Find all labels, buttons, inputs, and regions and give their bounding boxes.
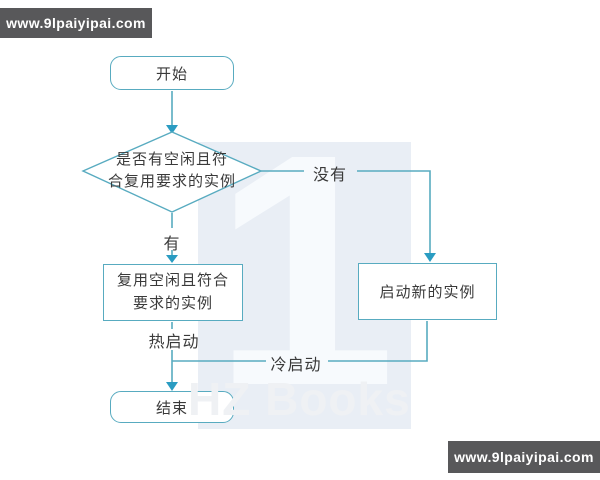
edge-label-hot-start: 热启动 xyxy=(148,334,200,351)
reuse-instance-box: 复用空闲且符合 要求的实例 xyxy=(103,264,243,321)
edge-label-yes: 有 xyxy=(163,236,181,253)
decision-label-line2: 合复用要求的实例 xyxy=(107,174,236,190)
arrowhead-down-icon xyxy=(166,382,178,391)
watermark-banner-bottom: www.9lpaiyipai.com xyxy=(448,441,600,473)
decision-label-line1: 是否有空闲且符 xyxy=(115,152,228,168)
edge-label-cold-start: 冷启动 xyxy=(270,357,322,374)
start-node-label: 开始 xyxy=(155,66,188,83)
watermark-url-top: www.9lpaiyipai.com xyxy=(6,15,146,31)
reuse-label-line2: 要求的实例 xyxy=(132,295,213,312)
end-node: 结束 xyxy=(110,391,234,423)
arrowhead-down-icon xyxy=(166,255,178,263)
connector-no-right-segment xyxy=(357,170,431,254)
start-node: 开始 xyxy=(110,56,234,90)
connector-coldstart-right xyxy=(328,321,428,362)
watermark-banner-top: www.9lpaiyipai.com xyxy=(0,8,152,38)
edge-label-no: 没有 xyxy=(312,167,347,184)
arrowhead-down-icon xyxy=(424,253,436,262)
decision-diamond-shape xyxy=(81,131,263,213)
arrowhead-down-icon xyxy=(166,125,178,134)
new-instance-box: 启动新的实例 xyxy=(358,263,497,320)
reuse-label-line1: 复用空闲且符合 xyxy=(116,272,229,289)
watermark-url-bottom: www.9lpaiyipai.com xyxy=(454,449,594,465)
hz-books-watermark: HZ Books xyxy=(188,373,411,425)
end-node-label: 结束 xyxy=(155,400,188,417)
new-instance-label: 启动新的实例 xyxy=(379,285,476,301)
decision-diamond-label: 是否有空闲且符 合复用要求的实例 xyxy=(92,149,252,193)
